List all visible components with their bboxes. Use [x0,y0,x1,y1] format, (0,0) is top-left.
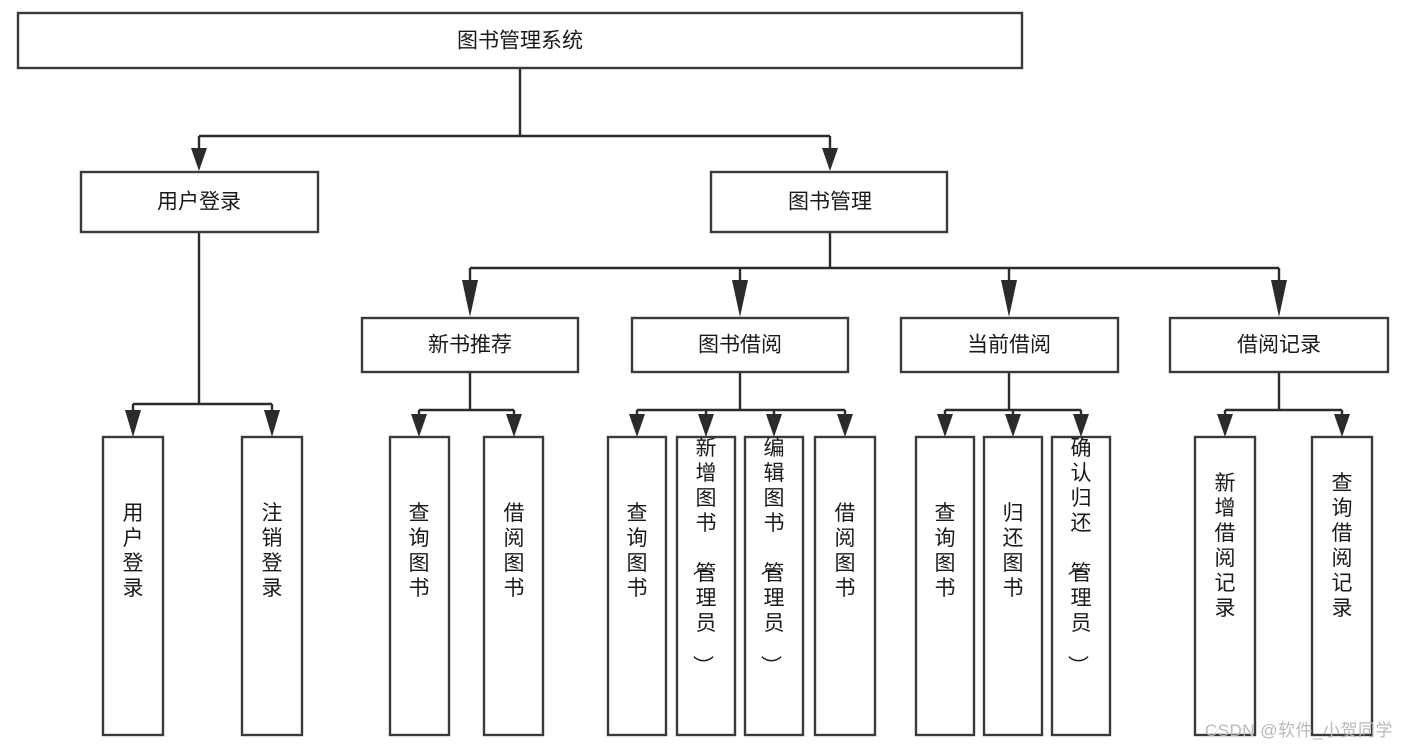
node-leaf-borrow-book-1-label: 借阅图书 [504,502,525,600]
node-leaf-return-book-box[interactable] [982,435,1044,737]
arrow-to-borrow-record [1271,280,1287,317]
node-leaf-return-book-label: 归还图书 [1003,502,1024,600]
node-borrow-record-label: 借阅记录 [1237,334,1321,357]
node-leaf-add-borrow-record-box[interactable] [1193,435,1257,737]
node-leaf-query-book-1-label: 查询图书 [409,502,430,600]
connector-group-book-manage-to-level2 [462,232,1287,317]
node-leaf-add-borrow-record[interactable]: 新增借阅记录 [1193,435,1257,737]
arrow-to-leaf-confirm-return-admin [1073,414,1089,437]
node-leaf-confirm-return-admin[interactable]: 确认归还（管理员） [1050,435,1112,737]
node-leaf-return-book[interactable]: 归还图书 [982,435,1044,737]
arrow-to-new-book-recommend [462,280,478,317]
node-leaf-confirm-return-admin-box[interactable] [1050,435,1112,737]
node-new-book-recommend-box[interactable] [360,316,580,374]
node-borrow-record[interactable]: 借阅记录 [1168,316,1390,374]
node-leaf-add-book-admin-label: 新增图书（管理员） [691,437,717,676]
connector-group-user-login-to-leaves [125,232,280,437]
node-book-borrow-label: 图书借阅 [698,334,782,357]
node-current-borrow[interactable]: 当前借阅 [899,316,1120,374]
node-leaf-query-book-3[interactable]: 查询图书 [914,435,976,737]
connector-group-book-borrow-to-leaves [629,372,853,437]
node-leaf-edit-book-admin[interactable]: 编辑图书（管理员） [743,435,805,737]
node-leaf-logout-login-box[interactable] [240,435,304,737]
node-leaf-borrow-book-1[interactable]: 借阅图书 [482,435,545,737]
node-leaf-query-book-2-box[interactable] [606,435,668,737]
arrow-to-leaf-add-book-admin [698,414,714,437]
node-leaf-query-borrow-record-box[interactable] [1310,435,1374,737]
node-book-borrow-box[interactable] [630,316,850,374]
node-leaf-borrow-book-2-label: 借阅图书 [835,502,856,600]
csdn-watermark: CSDN @软件_小贺同学 [1204,721,1393,740]
node-leaf-query-borrow-record[interactable]: 查询借阅记录 [1310,435,1374,737]
node-leaf-user-login-box[interactable] [101,435,165,737]
node-new-book-recommend[interactable]: 新书推荐 [360,316,580,374]
node-leaf-query-book-2-label: 查询图书 [627,502,648,600]
arrow-to-leaf-borrow-book-1 [506,414,522,437]
node-root-label: 图书管理系统 [457,30,583,53]
node-leaf-borrow-book-2-box[interactable] [813,435,877,737]
node-leaf-add-book-admin[interactable]: 新增图书（管理员） [675,435,737,737]
arrow-to-leaf-query-borrow-record [1334,414,1350,437]
node-root-box[interactable] [16,11,1024,70]
node-current-borrow-box[interactable] [899,316,1120,374]
node-leaf-add-book-admin-box[interactable] [675,435,737,737]
node-book-manage[interactable]: 图书管理 [709,170,949,234]
node-leaf-query-book-3-label: 查询图书 [935,502,956,600]
connector-group-new-book-to-leaves [411,372,522,437]
arrow-to-leaf-query-book-1 [411,414,427,437]
node-leaf-logout-login[interactable]: 注销登录 [240,435,304,737]
arrow-to-leaf-query-book-3 [937,414,953,437]
node-book-manage-box[interactable] [709,170,949,234]
node-user-login-box[interactable] [79,170,320,234]
node-leaf-add-borrow-record-label: 新增借阅记录 [1215,472,1236,620]
node-current-borrow-label: 当前借阅 [967,334,1051,357]
node-leaf-query-book-1-box[interactable] [388,435,451,737]
arrow-root-to-book-manage [822,148,838,171]
node-leaf-query-book-1[interactable]: 查询图书 [388,435,451,737]
arrow-root-to-user-login [191,148,207,171]
node-leaf-query-book-3-box[interactable] [914,435,976,737]
node-leaf-borrow-book-2[interactable]: 借阅图书 [813,435,877,737]
node-leaf-query-borrow-record-label: 查询借阅记录 [1332,472,1353,620]
node-user-login-label: 用户登录 [157,191,241,214]
node-leaf-query-book-2[interactable]: 查询图书 [606,435,668,737]
node-root[interactable]: 图书管理系统 [16,11,1024,70]
arrow-to-book-borrow [732,280,748,317]
node-leaf-logout-login-label: 注销登录 [262,502,283,600]
arrow-to-leaf-edit-book-admin [766,414,782,437]
node-leaf-user-login[interactable]: 用户登录 [101,435,165,737]
arrow-to-leaf-logout-login [264,410,280,437]
connector-group-borrow-record-to-leaves [1217,372,1350,437]
node-leaf-confirm-return-admin-label: 确认归还（管理员） [1066,437,1092,676]
node-leaf-borrow-book-1-box[interactable] [482,435,545,737]
node-borrow-record-box[interactable] [1168,316,1390,374]
node-leaf-edit-book-admin-label: 编辑图书（管理员） [759,437,785,676]
node-user-login[interactable]: 用户登录 [79,170,320,234]
arrow-to-leaf-borrow-book-2 [837,414,853,437]
node-leaf-edit-book-admin-box[interactable] [743,435,805,737]
connector-group-root-to-level1 [191,68,838,171]
node-leaf-user-login-label: 用户登录 [123,502,144,600]
arrow-to-leaf-return-book [1005,414,1021,437]
node-book-borrow[interactable]: 图书借阅 [630,316,850,374]
arrow-to-leaf-user-login [125,410,141,437]
node-new-book-recommend-label: 新书推荐 [428,334,512,357]
arrow-to-leaf-add-borrow-record [1217,414,1233,437]
arrow-to-current-borrow [1001,280,1017,317]
node-book-manage-label: 图书管理 [788,191,872,214]
arrow-to-leaf-query-book-2 [629,414,645,437]
connector-group-current-borrow-to-leaves [937,372,1089,437]
